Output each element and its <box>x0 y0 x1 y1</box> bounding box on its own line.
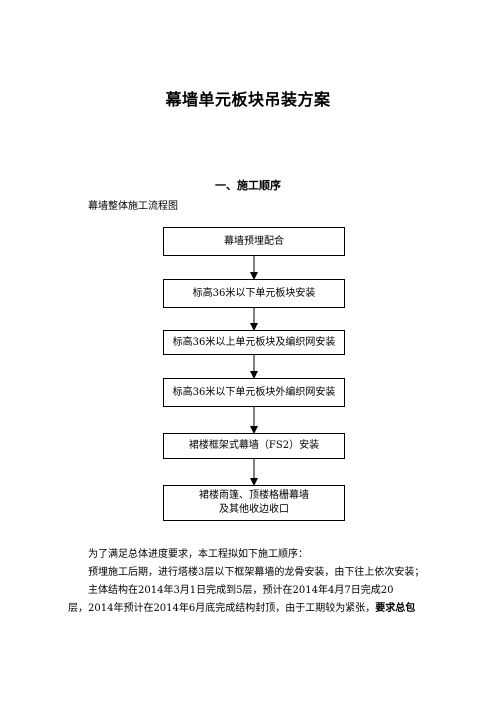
flowchart-step-6: 裙楼雨篷、顶楼格栅幕墙 及其他收边收口 <box>163 485 345 521</box>
flowchart-step-4: 标高36米以下单元板块外编织网安装 <box>163 378 345 407</box>
flowchart-step-label: 裙楼框架式幕墙（FS2）安装 <box>188 440 320 451</box>
document-title: 幕墙单元板块吊装方案 <box>165 90 331 109</box>
flowchart-step-5: 裙楼框架式幕墙（FS2）安装 <box>163 433 345 459</box>
section-heading: 一、施工顺序 <box>215 179 281 192</box>
body-paragraph-line: 层，2014年预计在2014年6月底完成结构封顶，由于工期较为紧张，要求总包 <box>68 602 415 616</box>
flowchart-step-3: 标高36米以上单元板块及编织网安装 <box>163 330 345 355</box>
body-paragraph-line: 主体结构在2014年3月1日完成到5层，预计在2014年4月7日完成20 <box>88 585 394 596</box>
flowchart-step-2: 标高36米以下单元板块安装 <box>163 279 345 308</box>
flowchart-step-label: 标高36米以下单元板块外编织网安装 <box>172 386 336 398</box>
body-text: 层，2014年预计在2014年6月底完成结构封顶，由于工期较为紧张， <box>68 603 376 614</box>
flowchart-caption: 幕墙整体施工流程图 <box>88 201 178 212</box>
body-emphasis-text: 要求总包 <box>375 603 416 614</box>
flowchart-step-label: 幕墙预埋配合 <box>224 235 284 247</box>
flowchart-step-label-line1: 裙楼雨篷、顶楼格栅幕墙 <box>199 490 309 501</box>
flowchart-step-label-line2: 及其他收边收口 <box>219 504 289 515</box>
flowchart-step-label: 标高36米以上单元板块及编织网安装 <box>172 336 336 348</box>
body-paragraph-intro: 为了满足总体进度要求，本工程拟如下施工顺序： <box>88 549 308 560</box>
flowchart-step-label: 标高36米以下单元板块安装 <box>192 287 316 299</box>
body-paragraph-line: 预埋施工后期，进行塔楼3层以下框架幕墙的龙骨安装，由下往上依次安装； <box>88 567 425 578</box>
flowchart-step-1: 幕墙预埋配合 <box>163 227 345 256</box>
